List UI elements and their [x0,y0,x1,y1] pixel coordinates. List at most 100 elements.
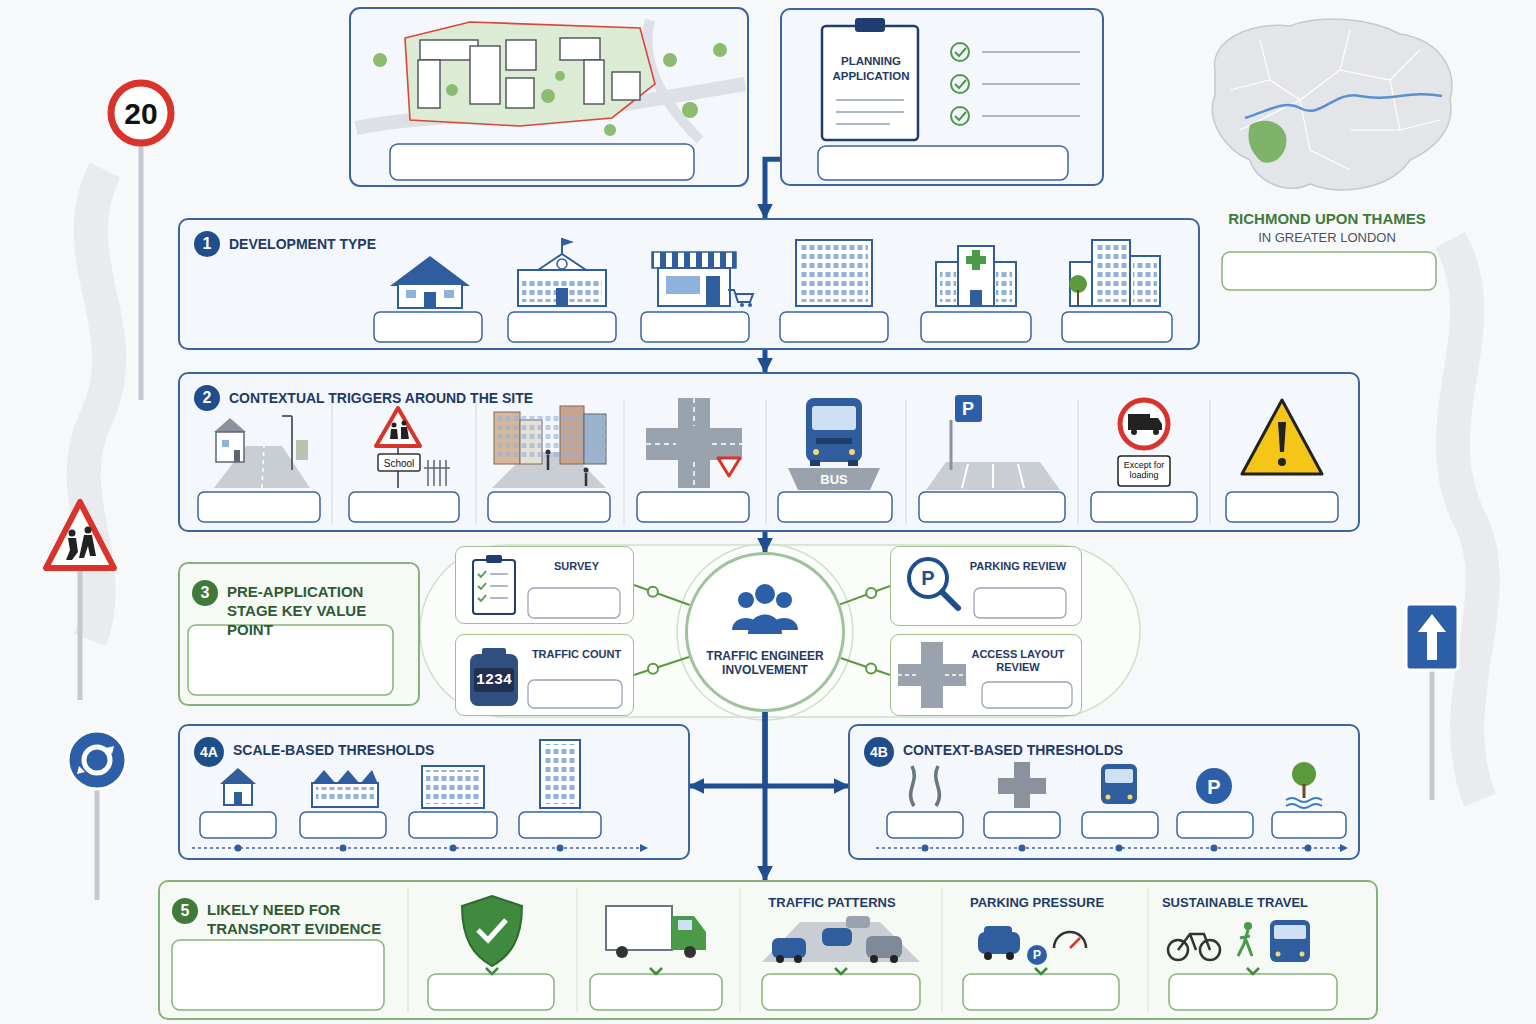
section-5-graphics [1006,952,1014,960]
panel-1-icons [398,284,462,308]
site-plan [350,8,748,186]
section-5-graphics [408,888,1148,1012]
flow-arrow [690,712,765,786]
site-plan [541,89,555,103]
connector-dot [648,664,658,674]
panel-2-icons [331,400,333,525]
section-4-graphics [1340,844,1348,852]
planning-clipboard [836,111,904,113]
section-3-graphics [455,634,634,716]
panel-2-icons [1077,400,1079,525]
section-5-graphics [616,946,628,958]
section-4-graphics [1014,762,1030,808]
section-4-graphics [887,812,963,838]
section-5-graphics [776,955,784,963]
site-plan [470,46,500,104]
lane-text: BUS [820,472,847,487]
section-5-graphics [1270,920,1310,962]
section-4-graphics [922,845,929,852]
section-5-graphics [672,916,706,950]
road-signs [78,570,83,700]
panel-1-icons [390,256,470,286]
step-number: 5 [172,898,198,924]
panel-2-icons [765,400,767,525]
london-map [1212,19,1451,290]
site-plan [350,8,748,186]
section-4-graphics [1305,845,1312,852]
section-3-graphics [455,546,634,624]
panel-2-icons [439,460,441,486]
section-5-graphics [1178,934,1210,950]
section-3-graphics [528,680,622,708]
panel-2-icons [812,406,856,430]
section-5-graphics [1027,945,1047,965]
section-4-graphics [557,845,564,852]
section-5-graphics [158,880,1378,1020]
panel-1-icons [178,218,1200,350]
site-plan [584,60,604,104]
section-4-graphics [316,787,374,803]
section-4-graphics [1272,812,1346,838]
panel-2-icons [222,440,229,447]
section-4-graphics [200,812,276,838]
site-plan [390,144,694,180]
panel-2-icons [234,450,240,462]
panel-1-icons [406,290,416,298]
planning-clipboard [951,75,969,93]
panel-2-icons [950,420,953,470]
section-3-graphics [486,555,502,563]
section-4-graphics [312,770,378,784]
planning-clipboard [982,83,1080,85]
column-heading: SUSTAINABLE TRAVEL [1162,895,1308,910]
planning-clipboard [982,51,1080,53]
planning-clipboard [951,107,969,125]
hub-circle: TRAFFIC ENGINEER INVOLVEMENT [685,552,845,712]
panel-1-icons [958,246,994,306]
road-signs [66,527,96,561]
section-3-graphics [478,571,486,601]
road-signs [111,83,171,143]
box-label: TRAFFIC ENGINEER INVOLVEMENT [702,649,828,678]
panel-1-icons [444,290,454,298]
section-3-graphics [732,584,798,634]
flow-arrow [765,712,848,786]
section-5-graphics [407,888,409,1012]
section-3-graphics [974,588,1066,618]
site-plan [418,38,640,108]
section-5-graphics [772,916,902,958]
section-3-graphics [455,546,1082,716]
panel-2-icons [198,492,1338,522]
section-4-graphics [1105,769,1133,783]
section-4-graphics [224,783,252,805]
column-heading: TRAFFIC PATTERNS [768,895,895,910]
section-3-graphics [890,634,1082,716]
panel-2-icons [955,395,982,422]
panel-2-icons [1209,400,1211,525]
panel-1-icons [728,290,753,302]
panel-1-icons [800,244,868,302]
london-map [1249,121,1287,163]
panel-2-icons [332,400,1210,525]
site-plan [446,84,458,96]
london-map [1230,80,1270,90]
panel-2-icons [496,416,606,460]
panel-2-icons [282,415,292,417]
planning-clipboard [955,48,966,120]
panel-2-icons [390,421,409,440]
section-4-graphics [192,847,640,848]
panel-1-icons [796,240,872,306]
site-plan [647,20,700,140]
panel-1-icons [1070,262,1094,306]
site-plan [713,43,727,57]
section-4-graphics [450,845,457,852]
section-4-graphics [1196,768,1232,804]
sign-text: Except for loading [1120,461,1168,481]
panel-1-icons [1092,240,1130,306]
panel-1-icons [538,254,586,270]
section-5-graphics [590,974,722,1010]
panel-1-icons [1062,312,1172,342]
panel-2-icons [778,492,892,522]
section-4-graphics [200,812,1346,838]
section-4-graphics [984,812,1060,838]
step-number: 4B [864,737,894,767]
